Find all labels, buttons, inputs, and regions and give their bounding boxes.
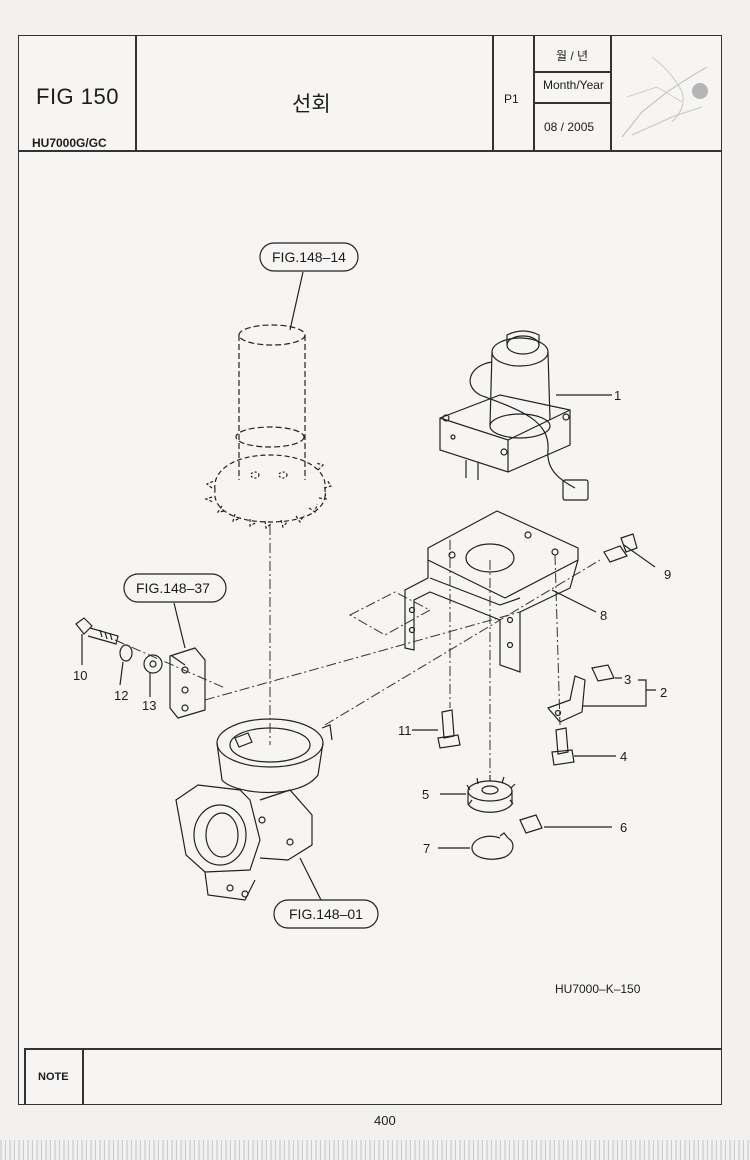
centerline [114,639,226,689]
callout-10: 10 [73,668,87,683]
callout-13: 13 [142,698,156,713]
drawing-code: HU7000–K–150 [555,982,641,996]
callout-11-12-label: 12 [114,688,128,703]
callout-4: 4 [620,749,627,764]
fig-label: FIG 150 [36,84,119,109]
callout-7: 7 [423,841,430,856]
callout-11: 11 [398,723,412,738]
bolt-10-drawing [75,617,119,665]
date-label-en: Month/Year [543,78,604,92]
callout-3: 3 [624,672,631,687]
callout-8: 8 [600,608,607,623]
mounting-plate-drawing [169,602,206,719]
date-value: 08 / 2005 [544,120,595,134]
motor-bracket-drawing [404,510,579,673]
pin-6-drawing [519,814,612,834]
note-top-border [24,1048,722,1050]
centerline [324,559,601,726]
header-col-divider [610,35,612,151]
figref-148-01: FIG.148–01 [289,906,363,922]
header-col-divider [492,35,494,151]
figref-148-37: FIG.148–37 [136,580,210,596]
figref-bubble [123,573,227,603]
model-code: HU7000G/GC [32,136,107,150]
shim-3-drawing [591,664,622,682]
callout-5: 5 [422,787,429,802]
page-code: P1 [504,92,519,106]
callout-9: 9 [664,567,671,582]
slewing-gear-tube-drawing [204,324,332,530]
swing-motor-drawing [439,330,589,501]
scan-artifact-strip [0,1140,750,1160]
note-label: NOTE [38,1071,69,1083]
page-number: 400 [374,1113,396,1128]
figref-bubble [273,899,379,929]
header-col-divider [533,35,535,151]
note-divider [82,1048,84,1104]
figref-bubble [259,242,359,272]
callout-1: 1 [614,388,621,403]
bolt-9-drawing [603,533,656,568]
logo-sketch [621,56,708,138]
header-divider [18,150,722,152]
centerline [554,554,561,726]
callout-6: 6 [620,820,627,835]
stopper-plate-2-drawing [546,675,656,723]
header-col-divider [135,35,137,151]
page-title: 선회 [292,93,331,116]
callout-2: 2 [660,685,667,700]
centerline [204,611,521,701]
date-label-kr: 월 / 년 [556,49,589,63]
note-left-border [24,1048,26,1104]
bolt-11-drawing [412,709,461,749]
header-row-divider [533,71,611,73]
washer-12-drawing [119,644,133,686]
header-row-divider [533,102,611,104]
swing-housing-drawing [175,718,333,901]
washer-13-drawing [143,654,163,697]
snap-ring-7-drawing [438,832,514,860]
figref-148-14: FIG.148–14 [272,249,346,265]
pinion-gear-5-drawing [440,775,516,813]
bolt-4-drawing [551,727,616,766]
